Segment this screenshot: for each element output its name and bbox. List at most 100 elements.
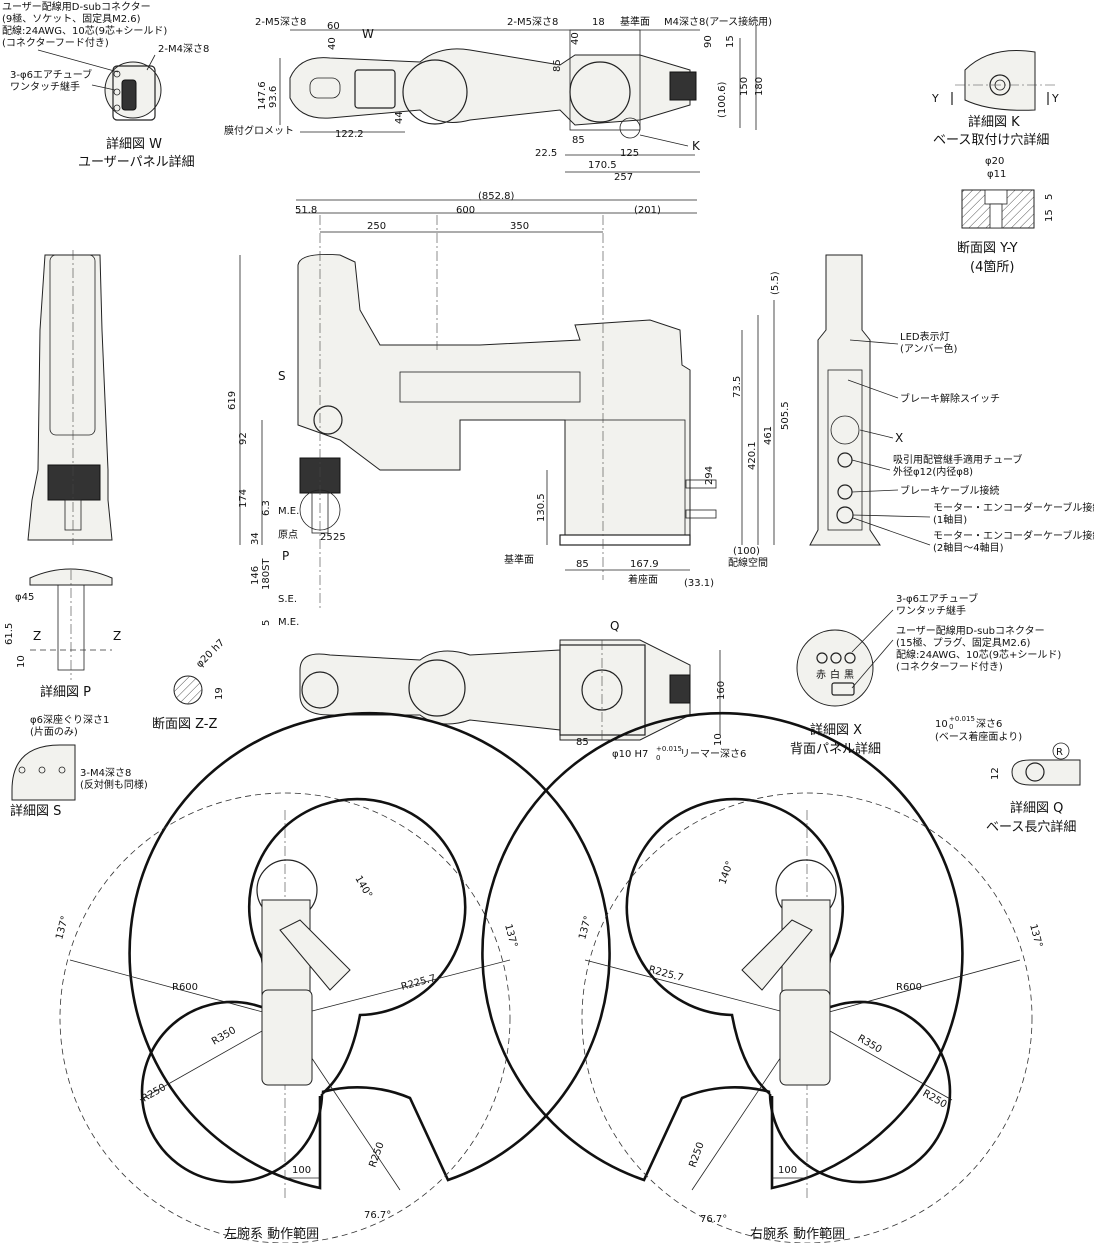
rl-r2257-line <box>284 959 511 1019</box>
tv-d85: 85 <box>552 59 563 72</box>
sv-seat: 着座面 <box>628 573 658 586</box>
ds-spot-2: (片面のみ) <box>30 725 78 738</box>
rr-r250b: R250 <box>687 1141 706 1169</box>
dq-r: R <box>1056 747 1063 758</box>
top-view: 2-M5深さ8 60 W 40 2-M5深さ8 18 基準面 M4深さ8(アース… <box>224 15 772 183</box>
tv-d60: 60 <box>327 21 340 32</box>
dk-y1: Y <box>931 92 939 105</box>
tv-d1222: 122.2 <box>335 129 364 140</box>
sv-ref: 基準面 <box>504 553 534 566</box>
tv-d40b: 40 <box>570 32 581 45</box>
syy-d15: 15 <box>1044 209 1055 222</box>
range-right: 140° 137° 137° R600 R225.7 R350 R250 R25… <box>481 711 1044 1243</box>
dx-fitting-red <box>816 652 828 664</box>
sv-s-circle <box>313 405 343 435</box>
tv-joint2 <box>402 59 468 125</box>
dp-z2: Z <box>113 629 121 643</box>
rr-caption: 右腕系 動作範囲 <box>750 1226 845 1242</box>
dx-note-6: (コネクターフード付き) <box>896 660 1003 673</box>
tv-user-panel <box>354 69 396 109</box>
rr-arm2 <box>741 919 813 991</box>
dq-d12: 12 <box>990 767 1001 780</box>
dx-leader-1 <box>851 609 894 653</box>
dx-note-5: 配線:24AWG、10芯(9芯+シールド) <box>896 648 1061 661</box>
bv-outline <box>809 254 881 546</box>
front-view <box>27 250 113 545</box>
rl-ghost <box>106 711 596 1198</box>
btv-joint2 <box>408 659 466 717</box>
dw-note-1: ユーザー配線用D-subコネクター <box>2 0 151 13</box>
szz-d19: 19 <box>214 687 225 700</box>
dx-color-red: 赤 <box>816 669 826 681</box>
tv-d257: 257 <box>614 172 633 183</box>
tv-grommet-label: 膜付グロメット <box>224 124 294 137</box>
sv-d8528: (852.8) <box>478 191 515 202</box>
dw-air-1: 3-φ6エアチューブ <box>10 68 92 81</box>
btv-reamer-a: φ10 H7 <box>612 749 648 760</box>
szz-caption: 断面図 Z-Z <box>152 717 218 732</box>
bv-motor1-1: モーター・エンコーダーケーブル接続 <box>933 501 1094 514</box>
sv-me: M.E. <box>278 506 299 517</box>
bv-leader-m1 <box>852 514 931 518</box>
dx-fitting-white <box>830 652 842 664</box>
btv-reamer-tol: +0.015 <box>656 745 682 753</box>
btv-d160: 160 <box>716 681 727 700</box>
rr-r600-line <box>806 959 1021 1019</box>
sv-se: S.E. <box>278 594 297 605</box>
sv-d735: 73.5 <box>732 376 743 398</box>
dq-slot-c: (ベース着座面より) <box>935 730 1022 743</box>
syy-d5: 5 <box>1044 194 1055 200</box>
tv-d150: 150 <box>739 77 750 96</box>
tv-d125: 125 <box>620 148 639 159</box>
rl-caption: 左腕系 動作範囲 <box>224 1226 319 1242</box>
sv-origin: 原点 <box>278 529 298 541</box>
btv-d10: 10 <box>713 733 724 746</box>
rl-base <box>261 989 313 1086</box>
rl-a137a: 137° <box>54 915 71 941</box>
dq-r-circle <box>1052 742 1070 760</box>
btv-d85: 85 <box>576 737 589 748</box>
dw-note-4: (コネクターフード付き) <box>2 36 109 49</box>
dx-caption-2: 背面パネル詳細 <box>790 741 881 757</box>
rl-inner-boundary <box>140 797 467 1184</box>
sv-me2: M.E. <box>278 617 299 628</box>
sv-wire: 配線空間 <box>728 556 768 569</box>
tv-d936: 93.6 <box>268 86 279 108</box>
dx-leader-2 <box>851 639 894 689</box>
tv-d1006: (100.6) <box>717 81 728 118</box>
syy-d20: φ20 <box>985 156 1004 167</box>
dx-color-white: 白 <box>830 668 840 681</box>
dq-body <box>1011 759 1081 786</box>
tv-d90: 90 <box>703 35 714 48</box>
detail-s: φ6深座ぐり深さ1 (片面のみ) 3-M4深さ8 (反対側も同様) 詳細図 S <box>10 713 148 819</box>
tv-grommet <box>309 77 341 99</box>
rr-a137a: 137° <box>577 915 594 941</box>
dx-caption-1: 詳細図 X <box>810 722 862 738</box>
dw-fitting-1 <box>113 70 121 78</box>
bv-motor1-2: (1軸目) <box>933 513 967 526</box>
rr-r250-line <box>806 1017 953 1101</box>
rr-a140: 140° <box>717 860 736 886</box>
syy-hole <box>989 203 1003 229</box>
sv-pipe-1 <box>685 479 717 489</box>
dw-panel <box>112 65 156 121</box>
rl-r250a: R250 <box>140 1082 168 1105</box>
rr-r2257-line <box>584 959 808 1019</box>
dq-caption-1: 詳細図 Q <box>1010 800 1063 816</box>
rl-arm2 <box>279 919 351 991</box>
syy-counterbore <box>984 189 1008 205</box>
bv-x: X <box>895 431 903 445</box>
bv-led-1: LED表示灯 <box>900 330 950 343</box>
dw-caption-2: ユーザーパネル詳細 <box>78 154 195 170</box>
bv-leader-brake <box>847 379 899 399</box>
tv-d18: 18 <box>592 17 605 28</box>
tv-d85b: 85 <box>572 135 585 146</box>
rl-r350: R350 <box>210 1025 238 1048</box>
tv-d40: 40 <box>327 37 338 50</box>
detail-p: φ45 61.5 10 Z Z 詳細図 P <box>4 568 121 700</box>
dq-slot-tol0: 0 <box>949 723 953 731</box>
dw-leader-1 <box>37 49 119 73</box>
bv-panel <box>827 369 863 531</box>
dx-note-1: 3-φ6エアチューブ <box>896 592 978 605</box>
tv-w: W <box>362 27 374 41</box>
